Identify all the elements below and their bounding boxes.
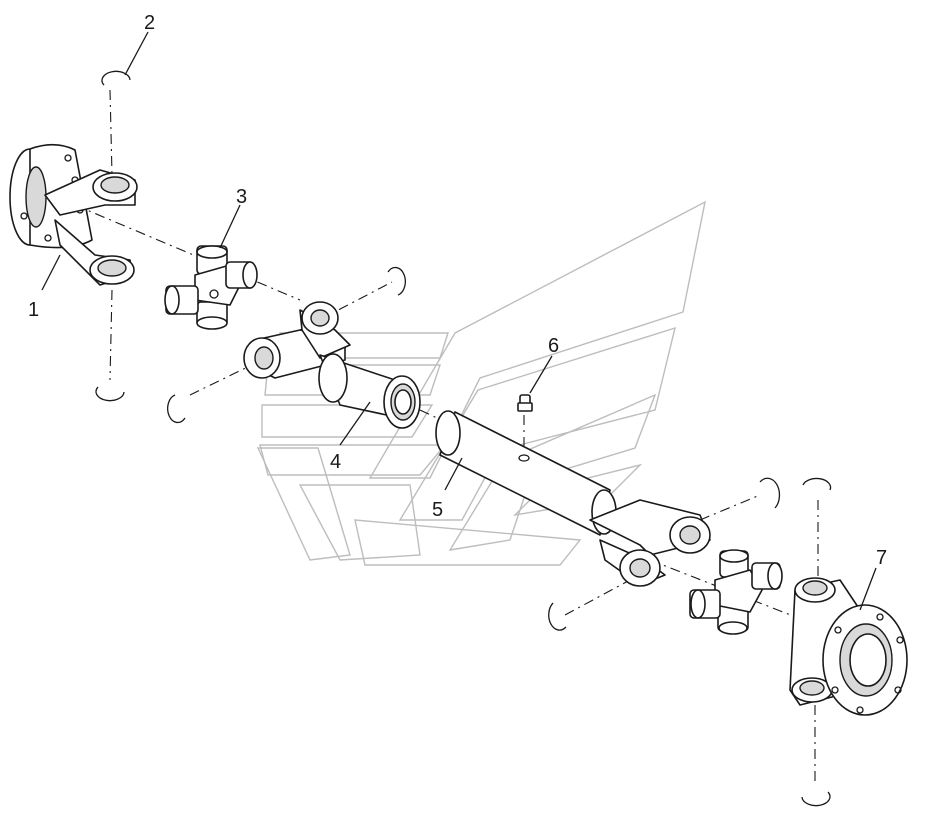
right-snap-rings (548, 477, 832, 807)
callout-7: 7 (876, 547, 887, 569)
part-6-grease-fitting (517, 394, 533, 462)
callout-labels: 1 2 3 4 5 6 7 (28, 12, 887, 569)
callout-4: 4 (330, 451, 341, 473)
right-slip-yoke (589, 499, 711, 587)
part-2-snap-rings (95, 70, 406, 424)
callout-3: 3 (236, 186, 247, 208)
part-4-slip-yoke (243, 301, 421, 429)
callout-2: 2 (144, 12, 155, 34)
callout-5: 5 (432, 499, 443, 521)
part-7-flange-yoke (789, 577, 908, 716)
callout-leaders (41, 31, 877, 611)
part-1-flange-yoke (9, 143, 138, 286)
callout-6: 6 (548, 335, 559, 357)
right-cross-bearing (689, 549, 783, 635)
callout-1: 1 (28, 299, 39, 321)
part-5-shaft-tube (435, 410, 617, 536)
part-3-cross-bearing (164, 245, 258, 330)
